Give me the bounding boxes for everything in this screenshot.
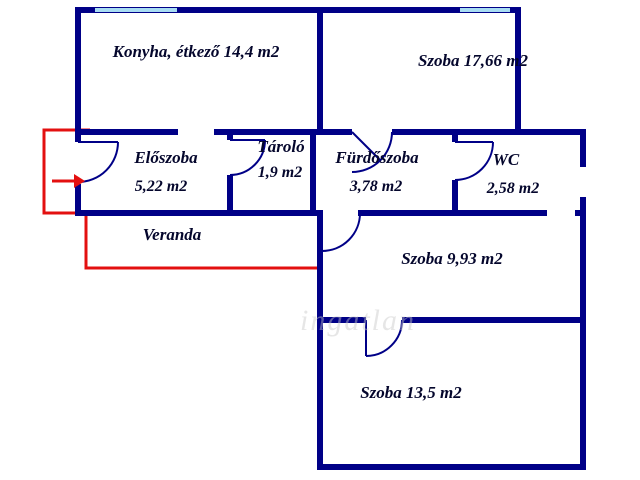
- room-label-szoba-felso: Szoba 17,66 m2: [418, 51, 529, 70]
- room-label-veranda: Veranda: [143, 225, 202, 244]
- room-area-eloszoba: 5,22 m2: [135, 178, 187, 195]
- room-label-tarolo: Tároló: [257, 137, 304, 156]
- entrance-veranda-path: [42, 128, 320, 270]
- room-labels: Konyha, étkező 14,4 m2 Szoba 17,66 m2 El…: [112, 42, 540, 402]
- room-label-konyha: Konyha, étkező 14,4 m2: [112, 42, 280, 61]
- door-swings: [77, 131, 494, 357]
- room-area-tarolo: 1,9 m2: [258, 164, 302, 181]
- door-layer: [77, 131, 494, 357]
- arrow-head-icon: [74, 174, 85, 188]
- watermark-text: ingatlan: [300, 304, 416, 337]
- room-label-szoba-kozepso: Szoba 9,93 m2: [401, 249, 503, 268]
- entrance-veranda-outline: [42, 128, 320, 270]
- room-label-szoba-also: Szoba 13,5 m2: [360, 383, 462, 402]
- room-label-eloszoba: Előszoba: [133, 148, 198, 167]
- room-label-furdoszoba: Fürdőszoba: [334, 148, 419, 167]
- opening-jamb-marks: [545, 165, 586, 216]
- wall-layer: [75, 7, 586, 470]
- room-label-wc: WC: [493, 150, 520, 169]
- room-area-furdoszoba: 3,78 m2: [349, 178, 402, 195]
- entrance-direction-arrow: [52, 174, 85, 188]
- room-area-wc: 2,58 m2: [486, 180, 539, 197]
- wall-segments: [75, 7, 586, 470]
